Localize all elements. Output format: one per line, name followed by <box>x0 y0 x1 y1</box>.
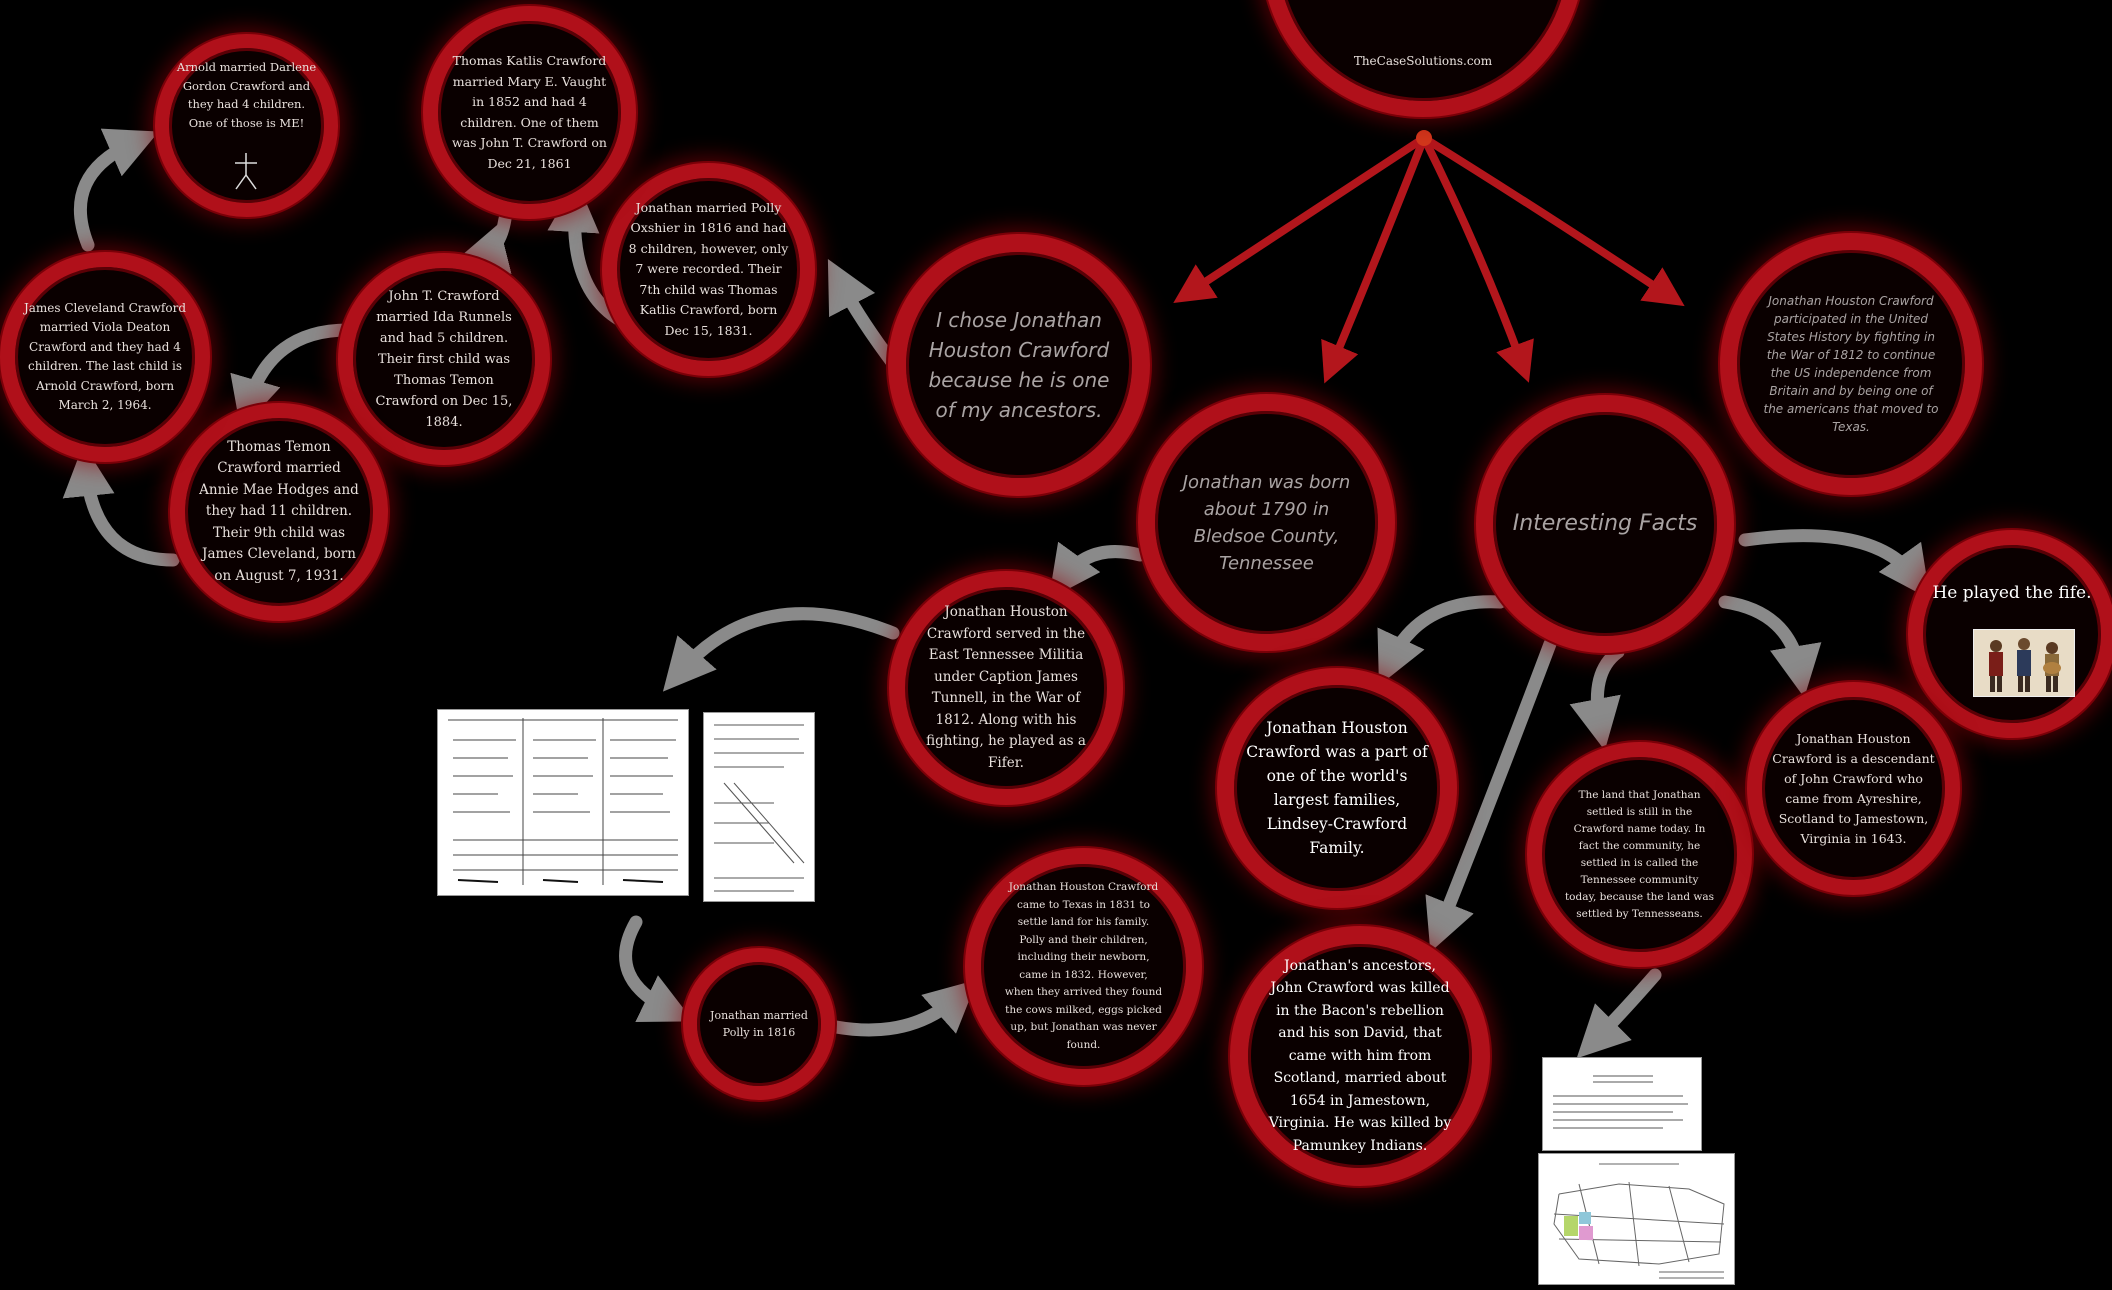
arrow-john-t-to-thomas-temon <box>230 323 355 430</box>
service-record-scan[interactable] <box>703 712 815 902</box>
stick-figure-icon <box>235 153 257 190</box>
land-map-scan[interactable] <box>1538 1153 1735 1285</box>
site-watermark: TheCaseSolutions.com <box>1353 54 1493 68</box>
node-texas[interactable]: Jonathan Houston Crawford came to Texas … <box>965 848 1202 1085</box>
node-born[interactable]: Jonathan was born about 1790 in Bledsoe … <box>1138 394 1395 651</box>
node-ancestors[interactable]: Jonathan's ancestors, John Crawford was … <box>1230 926 1490 1186</box>
document-scan-lines <box>448 718 678 885</box>
node-fife[interactable]: He played the fife. <box>1908 530 2112 738</box>
arrow-james-to-arnold <box>73 128 159 252</box>
node-james-cleveland[interactable]: James Cleveland Crawford married Viola D… <box>0 252 210 462</box>
arrow-facts-to-fife <box>1738 529 1931 600</box>
red-arrow-right <box>1420 136 1534 383</box>
arrow-thomas-katlis-to-john-t <box>454 212 512 274</box>
node-thomas-katlis[interactable]: Thomas Katlis Crawford married Mary E. V… <box>423 6 636 219</box>
node-interesting-facts[interactable]: Interesting Facts <box>1476 395 1734 653</box>
node-descendant[interactable]: Jonathan Houston Crawford is a descendan… <box>1747 682 1960 895</box>
node-militia[interactable]: Jonathan Houston Crawford served in the … <box>889 571 1123 805</box>
map-scan-drawing <box>1553 1163 1725 1279</box>
node-arnold[interactable]: Arnold married Darlene Gordon Crawford a… <box>155 34 338 217</box>
arrow-born-to-militia <box>1048 541 1147 600</box>
arrow-facts-to-ancestors <box>1425 637 1557 953</box>
fife-players-image <box>1973 629 2075 697</box>
land-letter-scan[interactable] <box>1542 1057 1702 1151</box>
arrow-documents-to-polly1816 <box>619 915 694 1023</box>
hub-dot <box>1416 130 1432 146</box>
red-arrow-far-right <box>1421 134 1685 307</box>
node-john-t[interactable]: John T. Crawford married Ida Runnels and… <box>338 253 550 465</box>
arrow-facts-to-descendant <box>1718 595 1822 698</box>
node-oxshier[interactable]: Jonathan married Polly Oxshier in 1816 a… <box>602 163 815 376</box>
militia-document-scan[interactable] <box>437 709 689 896</box>
node-land[interactable]: The land that Jonathan settled is still … <box>1527 742 1752 967</box>
node-polly-1816[interactable]: Jonathan married Polly in 1816 <box>683 948 835 1100</box>
record-scan-lines <box>714 724 805 892</box>
arrow-facts-to-land <box>1569 645 1625 751</box>
node-thomas-temon[interactable]: Thomas Temon Crawford married Annie Mae … <box>170 403 388 621</box>
arrow-oxshier-to-thomas-katlis <box>547 180 627 327</box>
red-arrow-left <box>1173 134 1427 303</box>
node-chose[interactable]: I chose Jonathan Houston Crawford becaus… <box>888 234 1150 496</box>
red-arrow-mid <box>1321 136 1428 384</box>
arrow-thomas-temon-to-james <box>62 444 180 567</box>
arrow-polly1816-to-texas <box>829 979 978 1037</box>
node-war-of-1812[interactable]: Jonathan Houston Crawford participated i… <box>1720 233 1982 495</box>
letter-scan-lines <box>1553 1075 1688 1129</box>
arrow-facts-to-lindsey <box>1377 595 1507 686</box>
arrow-land-to-map <box>1576 968 1662 1059</box>
node-lindsey-crawford[interactable]: Jonathan Houston Crawford was a part of … <box>1217 668 1457 908</box>
arrow-militia-to-documents <box>662 607 900 692</box>
